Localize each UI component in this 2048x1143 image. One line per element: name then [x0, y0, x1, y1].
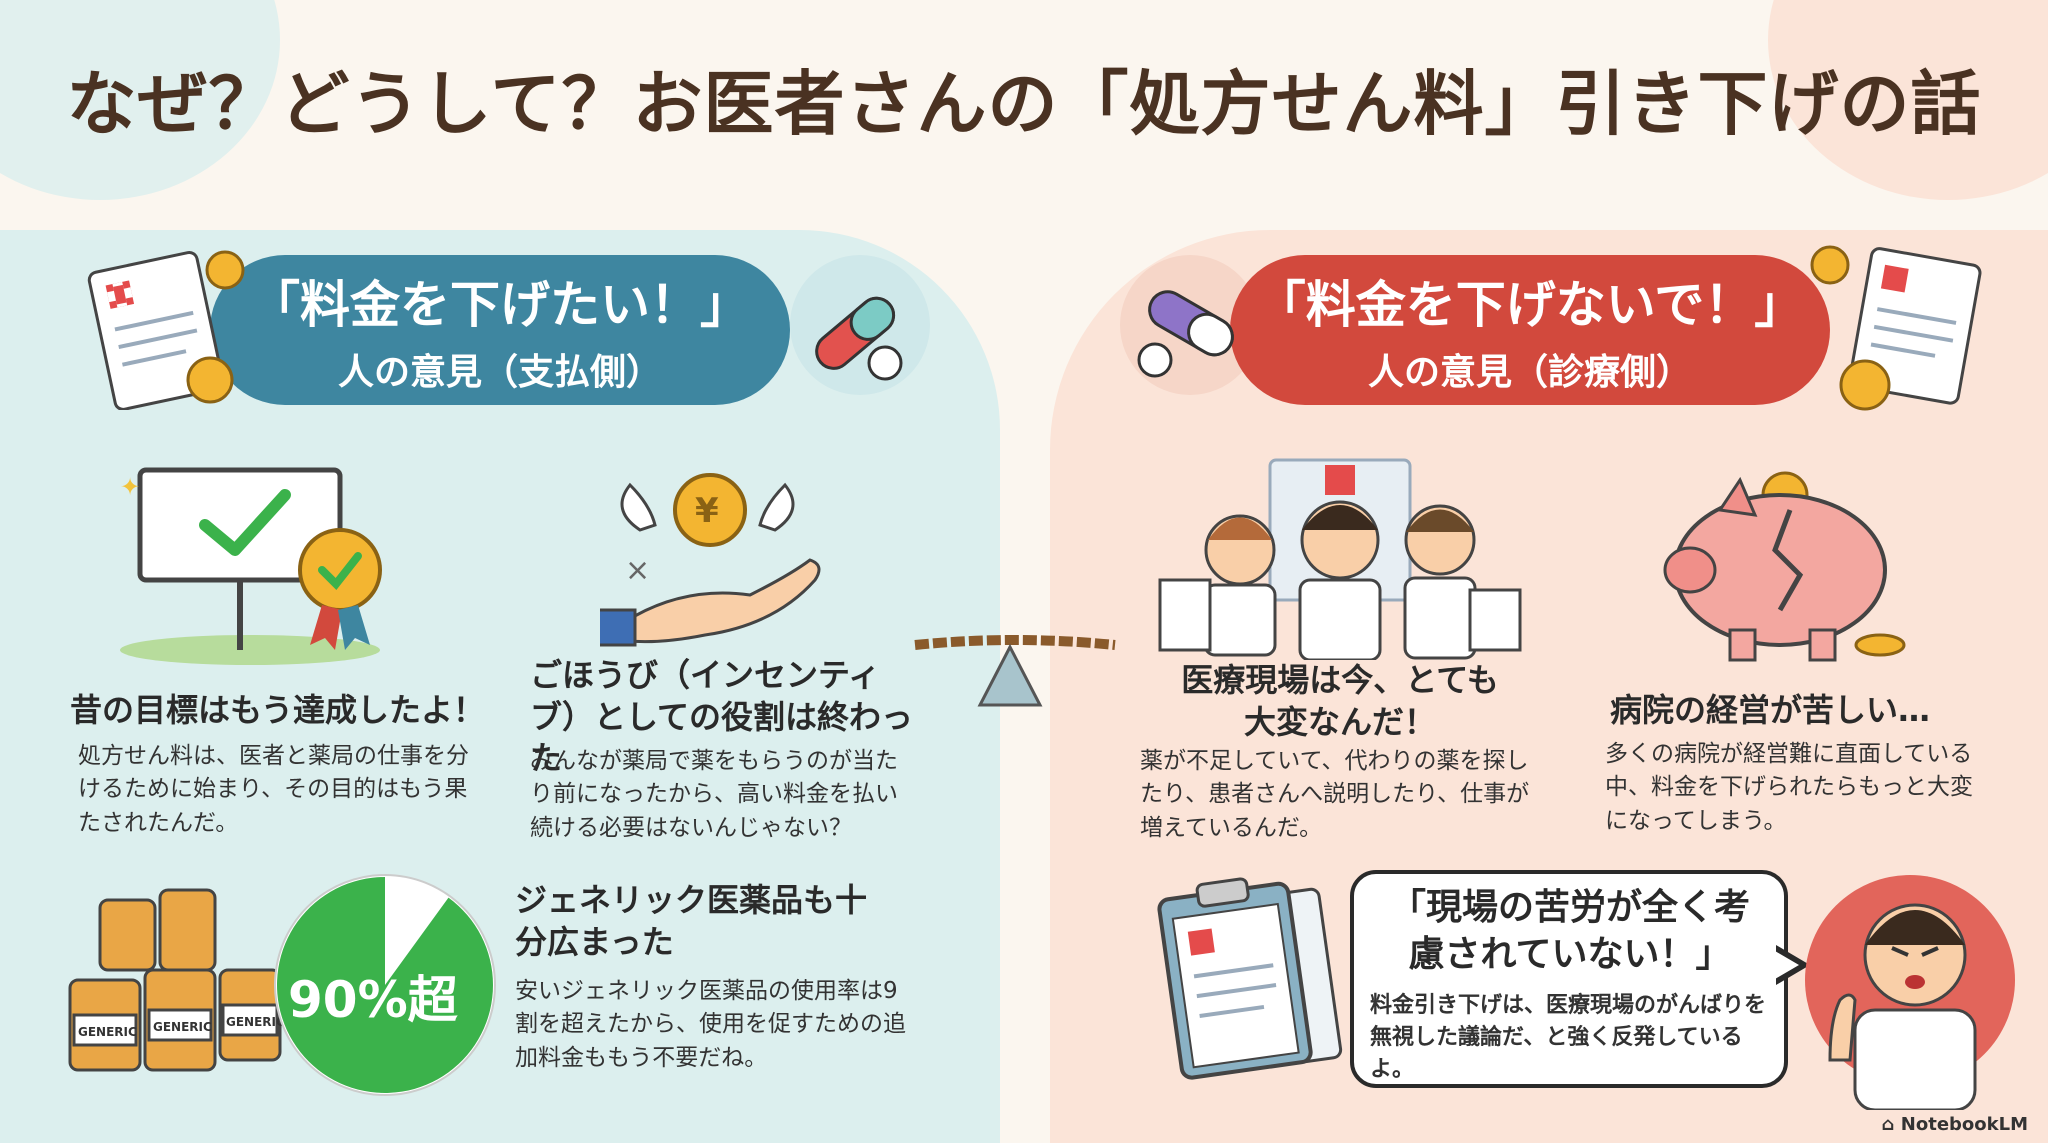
payer-point2-body: みんなが薬局で薬をもらうのが当たり前になったから、高い料金を払い続ける必要はない… [530, 748, 898, 841]
hand-flying-coin-icon: ¥ × [600, 473, 821, 647]
payer-side-header: 「料金を下げたい！」 人の意見（支払側） [210, 255, 790, 405]
doctor-speech-bubble [1350, 870, 1788, 1088]
svg-text:GENERIC: GENERIC [153, 1020, 212, 1034]
pie-label: 90%超 [288, 971, 458, 1029]
prescription-document-icon [87, 250, 245, 410]
payer-point3-heading: ジェネリック医薬品も十分広まった [515, 881, 868, 961]
brand-icon: ⌂ [1881, 1114, 1901, 1135]
svg-text:GENERIC: GENERIC [226, 1015, 285, 1029]
svg-text:GENERIC: GENERIC [78, 1025, 137, 1039]
svg-text:×: × [625, 553, 650, 588]
doctor-quote: 「現場の苦労が全く考慮されていない！」 [1389, 887, 1750, 975]
clipboard-document-icon [1157, 877, 1343, 1080]
angry-doctor-icon [1805, 875, 2015, 1110]
generic-usage-pie-chart [274, 874, 496, 1096]
balance-scale-icon [914, 635, 1116, 707]
page-title: なぜ？どうして？お医者さんの「処方せん料」引き下げの話 [66, 63, 1982, 145]
payer-side-subtitle: 人の意見（支払側） [337, 352, 662, 393]
brand-name: NotebookLM [1900, 1114, 2028, 1135]
payer-point1-body: 処方せん料は、医者と薬局の仕事を分けるために始まり、その目的はもう果たされたんだ… [78, 743, 469, 836]
busy-medical-staff-icon [1158, 458, 1522, 660]
capsule-icon [815, 296, 903, 381]
provider-side-header: 「料金を下げないで！」 人の意見（診療側） [1230, 255, 1830, 405]
goal-achieved-sign-icon: ✦ [120, 467, 382, 665]
provider-side-subtitle: 人の意見（診療側） [1367, 352, 1692, 393]
payer-point1-heading: 昔の目標はもう達成したよ！ [70, 691, 486, 729]
pie-slice-generic [277, 877, 493, 1093]
payer-point2-heading: ごほうび（インセンティブ）としての役割は終わった [530, 656, 914, 778]
payer-side-title: 「料金を下げたい！」 [250, 276, 750, 334]
provider-side-title: 「料金を下げないで！」 [1255, 276, 1805, 334]
capsule-icon [1137, 290, 1234, 378]
provider-point1-body: 薬が不足していて、代わりの薬を探したり、患者さんへ説明したり、仕事が増えているん… [1140, 748, 1530, 841]
prescription-document-icon [1810, 245, 1982, 411]
generic-medicine-bottles-icon: GENERIC GENERIC GENERIC [68, 888, 285, 1072]
doctor-quote-body: 料金引き下げは、医療現場のがんばりを無視した議論だ、と強く反発しているよ。 [1370, 993, 1767, 1082]
provider-point2-heading: 病院の経営が苦しい… [1610, 691, 1931, 729]
svg-text:¥: ¥ [695, 491, 719, 531]
speech-bubble-tail [1775, 951, 1799, 979]
provider-point1-heading: 医療現場は今、とても大変なんだ！ [1181, 661, 1499, 741]
svg-text:✦: ✦ [120, 473, 140, 501]
payer-point3-body: 安いジェネリック医薬品の使用率は9割を超えたから、使用を促すための追加料金ももう… [515, 978, 906, 1071]
provider-point2-body: 多くの病院が経営難に直面している中、料金を下げられたらもっと大変になってしまう。 [1605, 741, 1973, 834]
broken-piggy-bank-icon [1663, 471, 1906, 662]
brand-logo: ⌂ NotebookLM [1882, 1114, 2028, 1135]
